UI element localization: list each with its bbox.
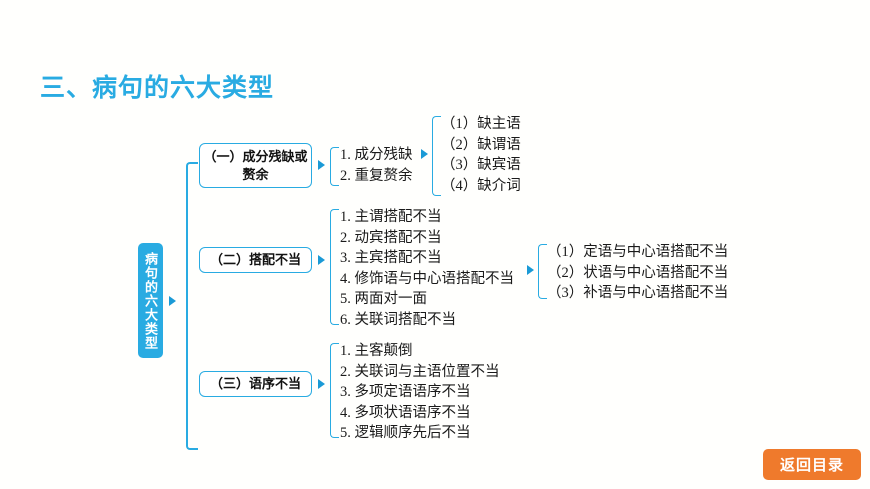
triangle-right-icon-two-subsub (527, 265, 534, 275)
subsub-list-two: （1）定语与中心语搭配不当 （2）状语与中心语搭配不当 （3）补语与中心语搭配不… (547, 242, 728, 304)
triangle-right-icon-two-sub (318, 255, 325, 265)
list-item: 4. 修饰语与中心语搭配不当 (340, 270, 514, 287)
branch-box-two[interactable]: （二）搭配不当 (199, 247, 312, 273)
root-branch-bracket (186, 162, 198, 450)
page-title: 三、病句的六大类型 (40, 74, 275, 102)
list-item: 1. 成分残缺 (340, 147, 413, 163)
triangle-right-icon-three-sub (318, 379, 325, 389)
root-node-label: 病句的六大类型 (143, 251, 158, 350)
list-item: 4. 多项状语语序不当 (340, 404, 471, 421)
list-item: 2. 动宾搭配不当 (340, 229, 442, 246)
sub-list-one: 1. 成分残缺 2. 重复赘余 (340, 145, 413, 186)
list-item: （3）缺宾语 (441, 157, 521, 173)
list-item: （4）缺介词 (441, 177, 521, 194)
branch-box-three[interactable]: （三）语序不当 (199, 371, 312, 397)
list-item: 5. 两面对一面 (340, 291, 427, 307)
triangle-right-icon-root (169, 296, 176, 306)
bracket-one-sub (330, 147, 339, 186)
list-item: （1）定语与中心语搭配不当 (547, 244, 729, 260)
triangle-right-icon-one-sub (318, 160, 325, 170)
list-item: 3. 多项定语语序不当 (340, 384, 471, 400)
list-item: 2. 重复赘余 (340, 167, 413, 184)
list-item: 2. 关联词与主语位置不当 (340, 363, 500, 380)
bracket-two-sub (330, 209, 339, 325)
list-item: 1. 主谓搭配不当 (340, 209, 442, 225)
branch-box-two-label: （二）搭配不当 (209, 252, 301, 267)
return-to-contents-label: 返回目录 (779, 457, 844, 474)
list-item: （1）缺主语 (441, 116, 521, 132)
root-node: 病句的六大类型 (138, 243, 163, 358)
branch-box-one-label: （一）成分残缺或赘余 (203, 148, 308, 182)
list-item: 5. 逻辑顺序先后不当 (340, 425, 471, 441)
triangle-right-icon-one-subsub (421, 149, 428, 159)
return-to-contents-button[interactable]: 返回目录 (763, 449, 861, 480)
list-item: （3）补语与中心语搭配不当 (547, 285, 729, 301)
bracket-one-subsub (432, 116, 441, 196)
branch-box-one[interactable]: （一）成分残缺或赘余 (199, 143, 312, 188)
list-item: 6. 关联词搭配不当 (340, 311, 456, 328)
list-item: 3. 主宾搭配不当 (340, 250, 442, 266)
subsub-list-one: （1）缺主语 （2）缺谓语 （3）缺宾语 （4）缺介词 (441, 114, 521, 196)
sub-list-three: 1. 主客颠倒 2. 关联词与主语位置不当 3. 多项定语语序不当 4. 多项状… (340, 341, 500, 444)
list-item: 1. 主客颠倒 (340, 343, 413, 359)
branch-box-three-label: （三）语序不当 (209, 376, 301, 391)
list-item: （2）缺谓语 (441, 136, 521, 153)
sub-list-two: 1. 主谓搭配不当 2. 动宾搭配不当 3. 主宾搭配不当 4. 修饰语与中心语… (340, 207, 514, 330)
bracket-three-sub (330, 343, 339, 438)
list-item: （2）状语与中心语搭配不当 (547, 264, 729, 281)
bracket-two-subsub (538, 244, 547, 299)
